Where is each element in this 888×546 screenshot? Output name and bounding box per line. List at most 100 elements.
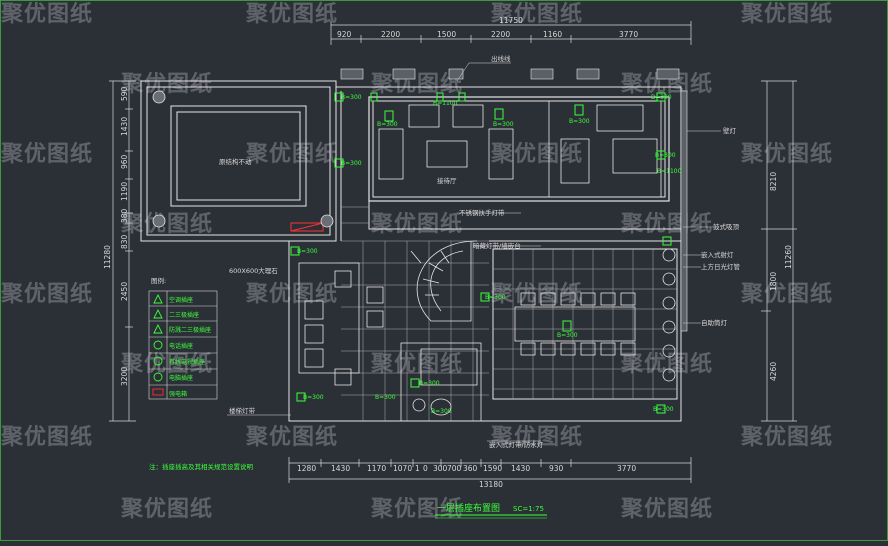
bottom-dim-6: 0 — [423, 464, 428, 473]
legend-item: 有线电视插座 — [169, 358, 205, 366]
hatched-walls — [340, 68, 688, 332]
top-dim-3: 1500 — [437, 30, 456, 39]
socket-tag: B=300 — [557, 332, 578, 339]
top-dimensions — [330, 21, 692, 45]
socket-tag: B=300 — [569, 118, 590, 125]
watermark: 聚优图纸 — [740, 1, 833, 27]
bottom-dim-12: 930 — [549, 464, 564, 473]
watermark: 聚优图纸 — [490, 281, 583, 307]
watermark: 聚优图纸 — [1, 281, 93, 307]
watermark: 聚优图纸 — [245, 141, 338, 167]
watermark: 聚优图纸 — [370, 71, 463, 97]
legend-item: 空调插座 — [169, 296, 193, 304]
top-dim-2: 2200 — [381, 30, 400, 39]
legend-item: 电脑插座 — [169, 374, 193, 382]
watermark: 聚优图纸 — [490, 424, 583, 450]
phone-icon — [153, 340, 163, 350]
bottom-dim-4: 1070 — [393, 464, 412, 473]
top-dim-6: 3770 — [619, 30, 638, 39]
network-icon — [153, 372, 163, 382]
watermark: 聚优图纸 — [620, 211, 713, 237]
watermark: 聚优图纸 — [740, 141, 833, 167]
watermark: 聚优图纸 — [1, 424, 93, 450]
socket-tag: B=1100 — [657, 168, 682, 175]
power-box-icon — [152, 388, 164, 396]
callout-label: 壁灯 — [723, 126, 737, 135]
watermark: 聚优图纸 — [1, 1, 93, 27]
watermark: 聚优图纸 — [370, 496, 463, 522]
left-dim-1: 590 — [120, 86, 129, 101]
watermark: 聚优图纸 — [740, 281, 833, 307]
socket-tag: B=300 — [419, 380, 440, 387]
watermark: 聚优图纸 — [245, 1, 338, 27]
watermark: 聚优图纸 — [120, 351, 213, 377]
bottom-dimensions — [288, 457, 692, 483]
green-sockets — [290, 92, 672, 414]
legend-item: 二三极插座 — [169, 311, 199, 319]
callout-label: 不锈钢扶手灯带 — [459, 208, 505, 217]
legend-item: 强电箱 — [169, 390, 187, 398]
left-dim-7: 2450 — [120, 282, 129, 301]
right-dim-2: 4260 — [769, 362, 778, 381]
watermark: 聚优图纸 — [1, 141, 93, 167]
left-dim-3: 960 — [120, 154, 129, 169]
watermark: 聚优图纸 — [370, 211, 463, 237]
drawing-title: 一层插座布置图 SC=1:75 — [435, 502, 547, 519]
socket-tag: B=300 — [651, 94, 672, 101]
socket-tag: B=300 — [485, 294, 506, 301]
left-dim-4: 1190 — [120, 182, 129, 201]
tv-icon — [153, 356, 163, 366]
socket-tag: B=300 — [653, 406, 674, 413]
callout-label: 自助筒灯 — [701, 318, 728, 327]
left-dim-total: 11280 — [103, 245, 112, 269]
floor-tiles-center — [341, 206, 489, 421]
bottom-dim-2: 1430 — [331, 464, 350, 473]
bottom-dim-13: 3770 — [617, 464, 636, 473]
left-dimensions — [109, 80, 136, 422]
bottom-dim-1: 1280 — [297, 464, 316, 473]
right-dimensions — [761, 80, 797, 422]
legend-title: 图例: — [151, 276, 166, 285]
room-label: 原结构不动 — [219, 157, 252, 166]
left-dim-5: 380 — [120, 208, 129, 223]
watermark: 聚优图纸 — [245, 281, 338, 307]
watermark: 聚优图纸 — [245, 424, 338, 450]
legend: 图例: 空调插座 二三极插座 防溅二三极插座 电话插座 有线电视插座 电脑插座 … — [148, 276, 218, 400]
bottom-dim-10: 1590 — [483, 464, 502, 473]
legend-item: 电话插座 — [169, 342, 193, 350]
watermark: 聚优图纸 — [120, 211, 213, 237]
column-marker — [152, 214, 166, 228]
callout-label: 上方日光灯管 — [701, 262, 741, 271]
top-dim-1: 920 — [337, 30, 352, 39]
watermark: 聚优图纸 — [120, 496, 213, 522]
watermark: 聚优图纸 — [490, 141, 583, 167]
watermark: 聚优图纸 — [490, 1, 583, 27]
watermarks: 聚优图纸 聚优图纸 聚优图纸 聚优图纸 聚优图纸 聚优图纸 聚优图纸 聚优图纸 … — [0, 1, 833, 522]
red-boxes — [290, 222, 324, 232]
bottom-dim-8: 700 — [447, 464, 462, 473]
socket-tag: B=300 — [377, 121, 398, 128]
right-dim-upper: 8210 — [769, 172, 778, 191]
socket-tag: B=1100 — [433, 100, 458, 107]
callout-label: 暗藏灯带/墙嵌台 — [473, 241, 521, 250]
scale-text: SC=1:75 — [513, 505, 544, 513]
title-text: 一层插座布置图 — [437, 502, 500, 514]
bottom-dim-7: 300 — [433, 464, 448, 473]
socket-tag: B=300 — [375, 394, 396, 401]
socket-tag: B=300 — [431, 408, 452, 415]
watermark: 聚优图纸 — [120, 71, 213, 97]
column-marker — [152, 90, 166, 104]
left-dim-6: 830 — [120, 234, 129, 249]
bottom-dim-9: 360 — [463, 464, 478, 473]
watermark: 聚优图纸 — [370, 351, 463, 377]
top-dim-total: 11750 — [499, 16, 523, 25]
bottom-dim-11: 1430 — [511, 464, 530, 473]
floor-tiles — [493, 249, 677, 399]
left-dim-2: 1430 — [120, 117, 129, 136]
socket-tag: B=300 — [297, 248, 318, 255]
right-dim-1: 1800 — [769, 272, 778, 291]
bottom-dim-total: 13180 — [479, 480, 503, 489]
socket-icon — [153, 293, 163, 304]
left-dim-8: 3200 — [120, 367, 129, 386]
